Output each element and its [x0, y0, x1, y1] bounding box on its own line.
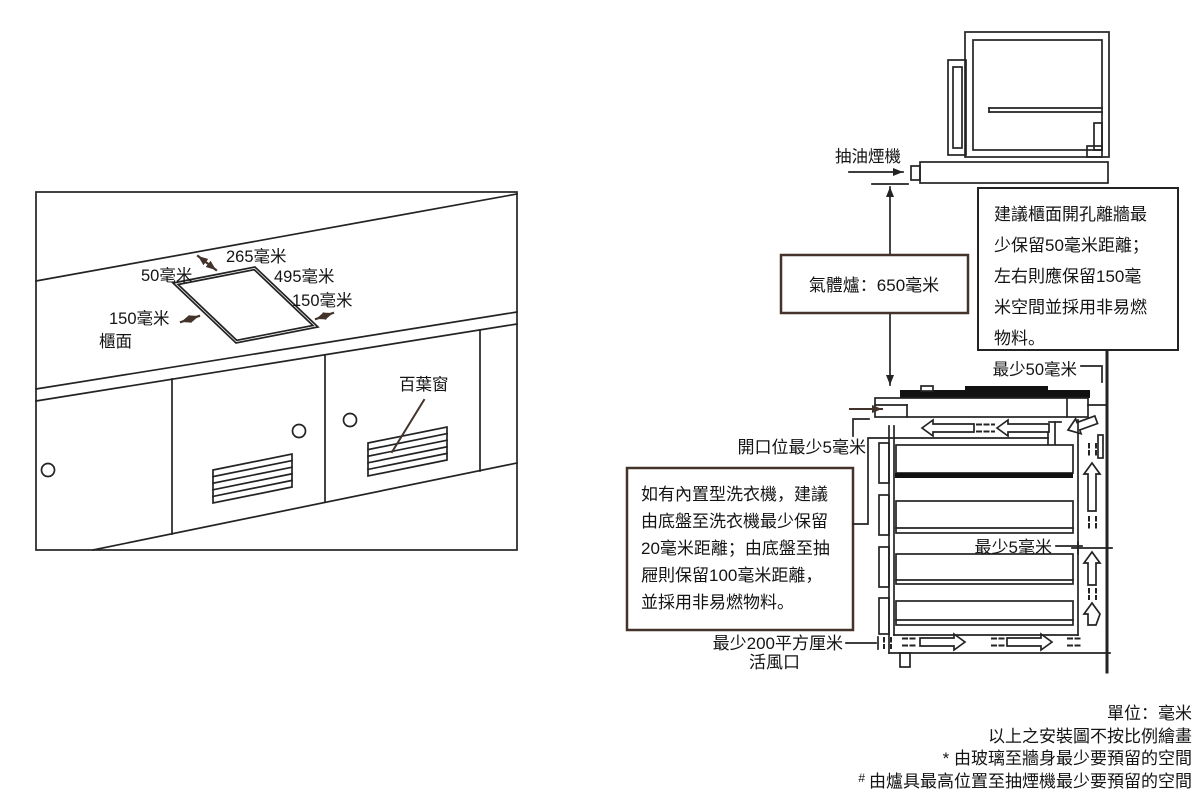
- wall-back-edge: [35, 193, 518, 282]
- washer-note-line: 屜則保留100毫米距離，: [641, 566, 822, 585]
- dim-150-right-label: 150毫米: [292, 291, 353, 310]
- airflow-arrow-left: [996, 419, 1050, 437]
- wall-note-line: 左右則應保留150毫: [994, 266, 1141, 286]
- louver-pointer-line: [390, 398, 426, 454]
- airflow-arrow-right: [919, 633, 966, 651]
- door-knob: [291, 423, 307, 439]
- louver-vent: [211, 452, 294, 505]
- cutout-opening: [171, 266, 320, 344]
- wall-note-line: 少保留50毫米距離；: [994, 236, 1149, 255]
- vent-area-label-line2: 活風口: [749, 653, 800, 672]
- footnotes: 單位：毫米 以上之安裝圖不按比例繪畫 * 由玻璃至牆身最少要預留的空間 # 由爐具…: [858, 704, 1192, 791]
- dimension-arrows: [179, 254, 335, 324]
- footnote-hash: # 由爐具最高位置至抽煙機最少要預留的空間: [858, 771, 1192, 791]
- gas-hob-dim-label: 氣體爐：650毫米: [809, 276, 939, 295]
- opening-min5-label: 開口位最少5毫米: [738, 438, 866, 457]
- wall-note-line: 物料。: [994, 329, 1045, 348]
- airflow-arrow-up: [1083, 602, 1101, 626]
- dim-495-label: 495毫米: [274, 267, 335, 286]
- door-knob: [342, 412, 358, 428]
- drawer-black-band: [895, 473, 1073, 478]
- footnote-unit: 單位：毫米: [1107, 704, 1192, 723]
- footnote-not-to-scale: 以上之安裝圖不按比例繪畫: [988, 727, 1192, 746]
- airflow-arrow-left: [921, 419, 975, 437]
- hob-base-leader-line: [852, 437, 1049, 525]
- airflow-arrow-right: [1006, 633, 1053, 651]
- min5-label: 最少5毫米: [975, 538, 1052, 557]
- door-knob: [40, 462, 56, 478]
- right-diagram-labels: 抽油煙機 氣體爐：650毫米 最少50毫米 開口位最少5毫米 最少5毫米 最少2…: [641, 147, 1149, 672]
- airflow-arrow-up: [1083, 551, 1101, 586]
- countertop-label: 櫃面: [99, 332, 132, 351]
- wall-note-line: 建議櫃面開孔離牆最: [994, 205, 1147, 224]
- footnote-star: * 由玻璃至牆身最少要預留的空間: [943, 749, 1192, 768]
- dim-arrow-150-right: [314, 311, 335, 321]
- min50-bracket: [1080, 365, 1103, 383]
- washer-note-text: 如有內置型洗衣機，建議 由底盤至洗衣機最少保留 20毫米距離；由底盤至抽 屜則保…: [641, 485, 830, 612]
- hood-body: [910, 161, 1109, 184]
- wall-spacer: [1097, 434, 1104, 459]
- left-diagram-labels: 265毫米 50毫米 495毫米 150毫米 150毫米 櫃面 百葉窗: [99, 247, 449, 394]
- washer-note-line: 並採用非易燃物料。: [641, 593, 794, 612]
- counter-front-edge-top: [35, 311, 518, 390]
- dim-265-label: 265毫米: [226, 247, 287, 266]
- plinth-foot: [899, 652, 911, 668]
- drawer-slide: [878, 494, 890, 536]
- drawer-unit: [878, 419, 1079, 654]
- drawer: [895, 553, 1074, 585]
- wall-note-text: 建議櫃面開孔離牆最 少保留50毫米距離； 左右則應保留150毫 米空間並採用非易…: [994, 205, 1149, 348]
- dim-arrow-50: [196, 254, 218, 272]
- gas-hob-dimension-box: [779, 253, 970, 315]
- airflow-arrow-up: [1083, 462, 1101, 512]
- hood-cabinet: [947, 31, 1110, 158]
- washer-note-line: 由底盤至洗衣機最少保留: [641, 512, 828, 531]
- footnote-hash-text: 由爐具最高位置至抽煙機最少要預留的空間: [869, 772, 1192, 791]
- opening-bracket: [852, 418, 870, 437]
- drawer: [895, 600, 1074, 626]
- louver-label: 百葉窗: [399, 375, 449, 394]
- counter-front-edge-bottom: [35, 323, 518, 402]
- left-cutout-diagram: [35, 191, 519, 552]
- louver-vent: [366, 425, 449, 478]
- cabinet-bottom-edge: [91, 461, 519, 552]
- hob-and-counter: [874, 385, 1108, 418]
- vent-area-label-line1: 最少200平方厘米: [713, 634, 843, 653]
- washer-note-line: 如有內置型洗衣機，建議: [641, 485, 828, 504]
- min50-label: 最少50毫米: [993, 360, 1077, 379]
- dim-arrow-150-left: [179, 314, 201, 324]
- dim-150-left-label: 150毫米: [109, 309, 170, 328]
- hood-label: 抽油煙機: [835, 147, 901, 166]
- dim-50-label: 50毫米: [141, 266, 192, 285]
- wall-note-line: 米空間並採用非易燃: [994, 298, 1147, 317]
- drawer-slide: [878, 442, 890, 484]
- drawer-slide: [878, 546, 890, 588]
- cabinet-frame: [35, 191, 518, 551]
- washer-note-line: 20毫米距離；由底盤至抽: [641, 539, 830, 558]
- drawer-slide: [878, 597, 890, 635]
- drawer: [895, 444, 1074, 474]
- washer-note-box: [625, 466, 855, 632]
- footnote-hash-mark: #: [858, 771, 865, 785]
- right-clearance-diagram: [625, 31, 1179, 674]
- wall-note-box: [977, 187, 1179, 351]
